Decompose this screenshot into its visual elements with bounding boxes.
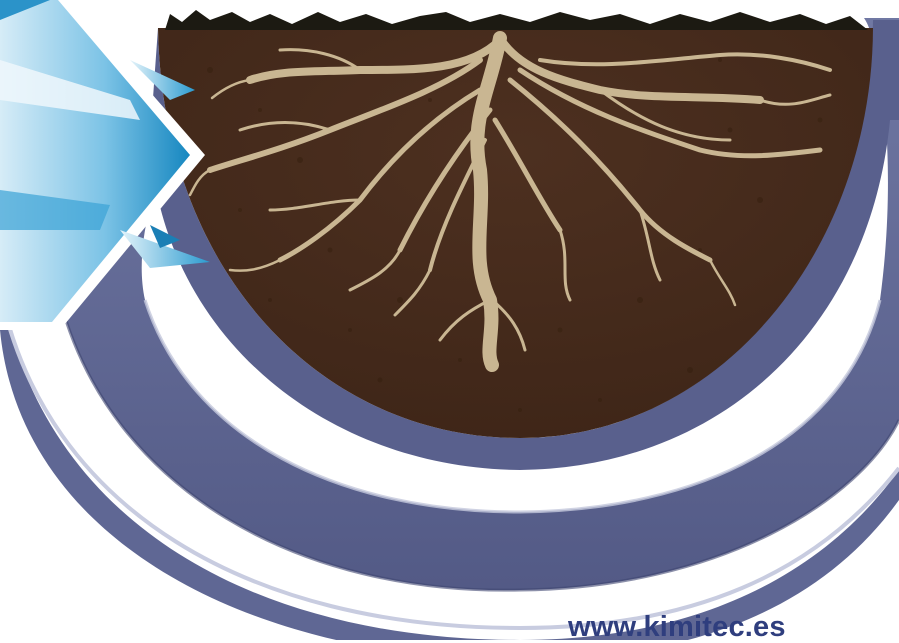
website-url[interactable]: www.kimitec.es	[568, 611, 786, 643]
